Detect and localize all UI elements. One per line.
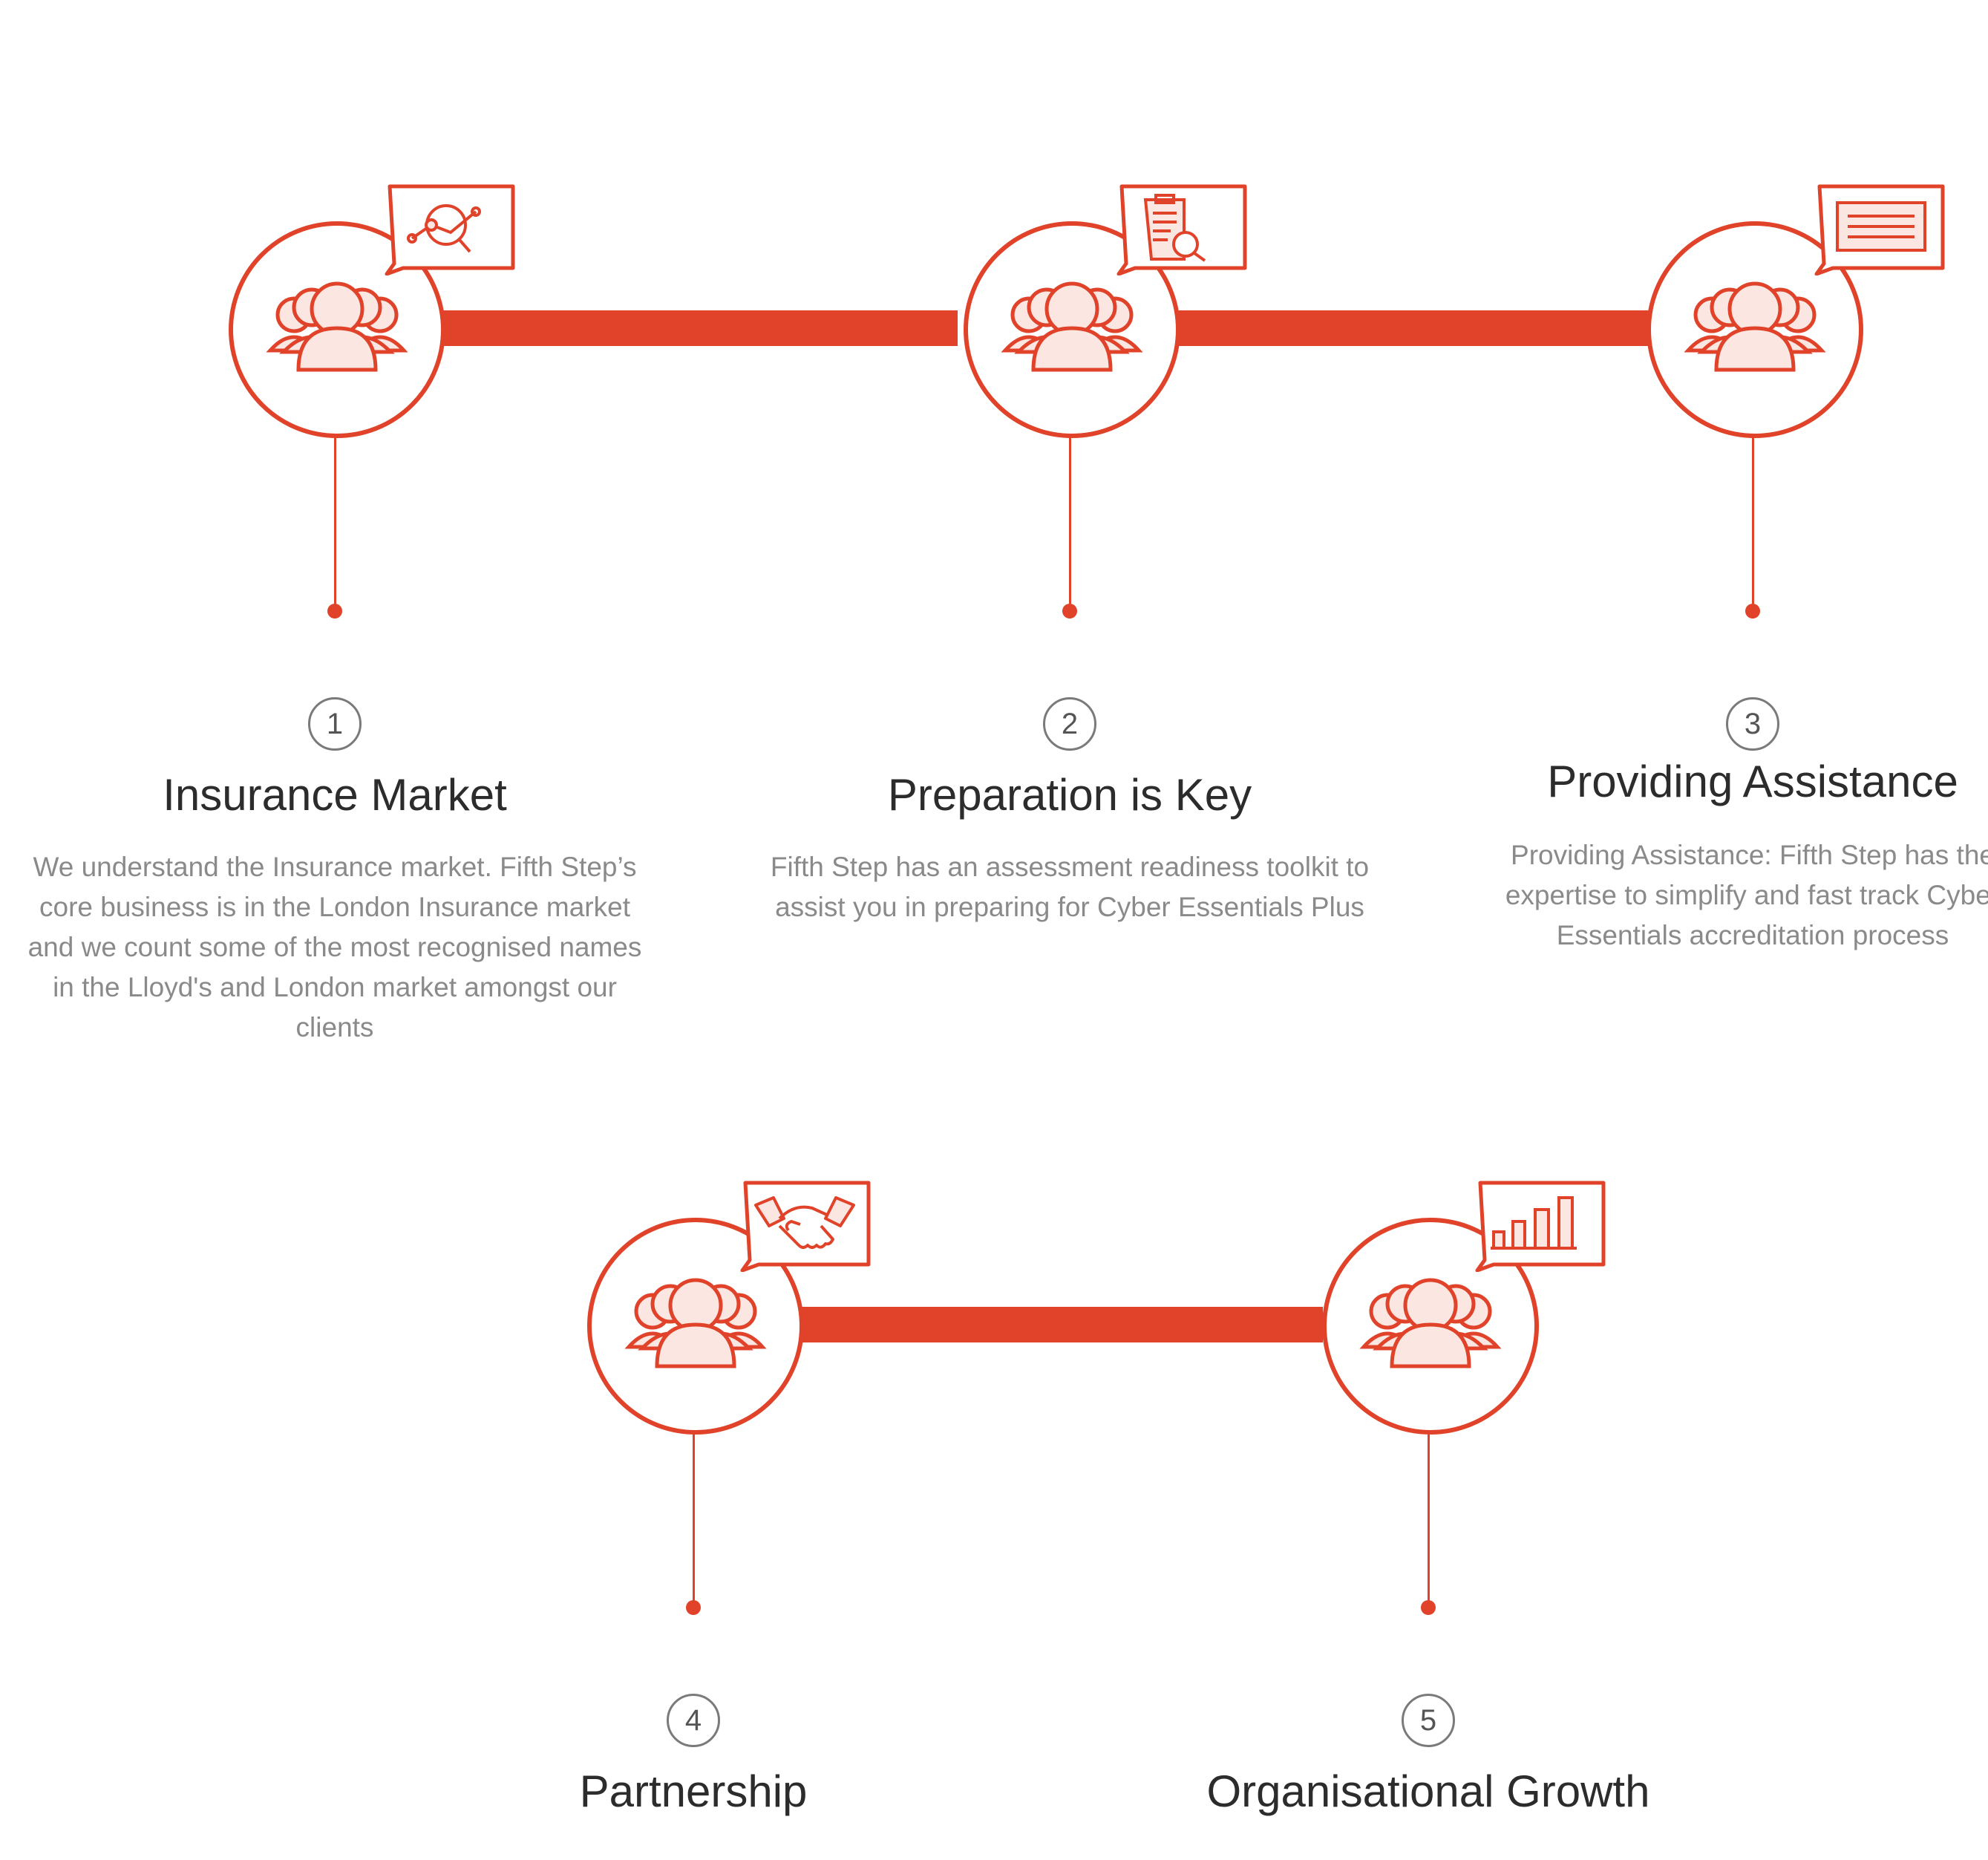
timeline-connector-2-3	[1165, 310, 1655, 346]
document-lines-icon	[1814, 184, 1945, 275]
team-icon	[1359, 1278, 1502, 1368]
team-icon	[1684, 281, 1826, 372]
team-icon	[624, 1278, 767, 1368]
step-title: Organisational Growth	[1206, 1766, 1650, 1816]
step-number: 5	[1402, 1694, 1455, 1747]
clipboard-search-icon	[1116, 184, 1247, 275]
step-title: Preparation is Key	[887, 770, 1252, 820]
step-number: 2	[1043, 697, 1096, 751]
step-description: Fifth Step has an assessment readiness t…	[770, 852, 1370, 922]
bar-chart-icon	[1475, 1181, 1606, 1272]
step-number: 1	[308, 697, 362, 751]
step-title: Insurance Market	[163, 770, 507, 820]
step-stem	[1427, 1430, 1430, 1608]
step-circle	[964, 221, 1180, 438]
step-number: 4	[667, 1694, 720, 1747]
team-icon	[266, 281, 408, 372]
step-description: Providing Assistance: Fifth Step has the…	[1505, 840, 1988, 950]
step-stem	[1751, 434, 1754, 612]
step-dot	[327, 604, 342, 619]
timeline-connector-4-5	[796, 1307, 1323, 1342]
team-icon	[1001, 281, 1143, 372]
step-number: 3	[1726, 697, 1779, 751]
analytics-search-icon	[385, 184, 515, 275]
step-dot	[1421, 1600, 1436, 1615]
handshake-icon	[740, 1181, 871, 1272]
step-description: We understand the Insurance market. Fift…	[27, 852, 642, 1042]
step-dot	[1745, 604, 1760, 619]
step-title: Partnership	[579, 1766, 808, 1816]
step-stem	[692, 1430, 695, 1608]
step-circle	[1322, 1218, 1539, 1435]
step-stem	[333, 434, 336, 612]
step-title: Providing Assistance	[1547, 757, 1958, 806]
step-dot	[1062, 604, 1077, 619]
step-stem	[1068, 434, 1071, 612]
timeline-connector-1-2	[438, 310, 958, 346]
step-dot	[686, 1600, 701, 1615]
